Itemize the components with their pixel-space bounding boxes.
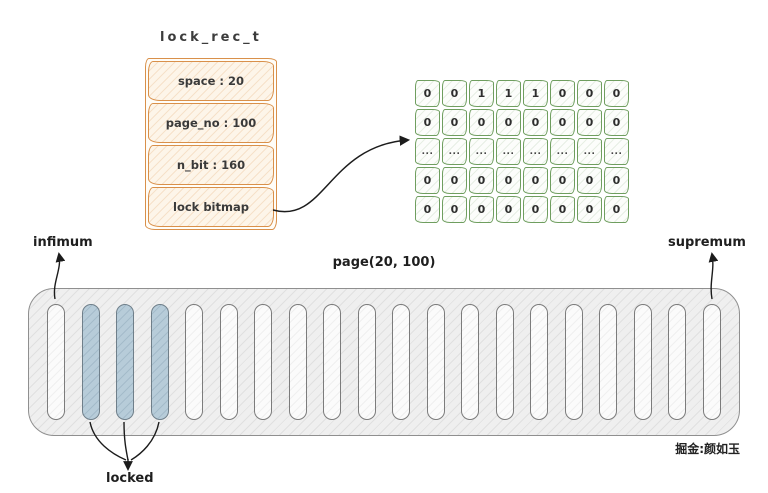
bitmap-cell: 0 <box>442 109 467 136</box>
record <box>357 304 376 420</box>
struct-field: lock bitmap <box>148 187 274 227</box>
record-infimum <box>47 304 65 420</box>
struct-field: page_no : 100 <box>148 103 274 143</box>
bitmap-cell: 0 <box>577 196 602 223</box>
record <box>599 304 618 420</box>
bitmap-cell: ... <box>415 138 440 165</box>
bitmap-cell: 0 <box>523 167 548 194</box>
bitmap-cell: 0 <box>496 109 521 136</box>
bitmap-cell: 0 <box>604 80 629 107</box>
record-locked <box>116 304 135 420</box>
bitmap-cell: 0 <box>469 109 494 136</box>
bitmap-cell: ... <box>469 138 494 165</box>
bitmap-cell: 0 <box>550 80 575 107</box>
bitmap-cell: 1 <box>523 80 548 107</box>
record <box>323 304 342 420</box>
watermark-text: 掘金:颜如玉 <box>675 442 740 456</box>
record <box>495 304 514 420</box>
bitmap-cell: 0 <box>577 80 602 107</box>
bitmap-cell: 0 <box>469 196 494 223</box>
bitmap-cell: 0 <box>550 109 575 136</box>
infimum-label: infimum <box>33 235 93 250</box>
bitmap-cell: ... <box>550 138 575 165</box>
struct-title: lock_rec_t <box>160 30 262 45</box>
record <box>219 304 238 420</box>
record <box>564 304 583 420</box>
bitmap-cell: ... <box>442 138 467 165</box>
bitmap-cell: 1 <box>469 80 494 107</box>
bitmap-cell: 1 <box>496 80 521 107</box>
bitmap-cell: 0 <box>442 80 467 107</box>
bitmap-cell: 0 <box>415 80 440 107</box>
bitmap-cell: 0 <box>415 167 440 194</box>
bitmap-cell: 0 <box>442 167 467 194</box>
bitmap-cell: ... <box>523 138 548 165</box>
record <box>288 304 307 420</box>
bitmap-cell: 0 <box>523 196 548 223</box>
bitmap-cell: 0 <box>550 167 575 194</box>
bitmap-cell: 0 <box>577 109 602 136</box>
bitmap-cell: 0 <box>604 109 629 136</box>
bitmap-cell: 0 <box>496 196 521 223</box>
record <box>254 304 273 420</box>
bitmap-cell: 0 <box>604 167 629 194</box>
bitmap-cell: 0 <box>550 196 575 223</box>
bitmap-cell: 0 <box>523 109 548 136</box>
records-row <box>47 304 721 420</box>
record-locked <box>81 304 100 420</box>
page-title: page(20, 100) <box>332 255 436 270</box>
record <box>633 304 652 420</box>
record <box>392 304 411 420</box>
record-supremum <box>702 304 721 420</box>
struct-field: n_bit : 160 <box>148 145 274 185</box>
record <box>530 304 549 420</box>
arrow-bitmap-pointer <box>272 135 411 213</box>
struct-field: space : 20 <box>148 61 274 101</box>
bitmap-cell: 0 <box>469 167 494 194</box>
bitmap-cell: 0 <box>415 109 440 136</box>
supremum-label: supremum <box>668 235 746 250</box>
record <box>461 304 480 420</box>
bitmap-cell: 0 <box>442 196 467 223</box>
bitmap-cell: ... <box>496 138 521 165</box>
bitmap-cell: ... <box>577 138 602 165</box>
bitmap-cell: 0 <box>604 196 629 223</box>
record <box>668 304 687 420</box>
page-container <box>28 288 740 436</box>
record-locked <box>150 304 169 420</box>
bitmap-cell: 0 <box>577 167 602 194</box>
record <box>426 304 445 420</box>
bitmap-cell: 0 <box>415 196 440 223</box>
bitmap-cell: ... <box>604 138 629 165</box>
record <box>185 304 204 420</box>
bitmap-cell: 0 <box>496 167 521 194</box>
locked-label: locked <box>106 471 154 486</box>
